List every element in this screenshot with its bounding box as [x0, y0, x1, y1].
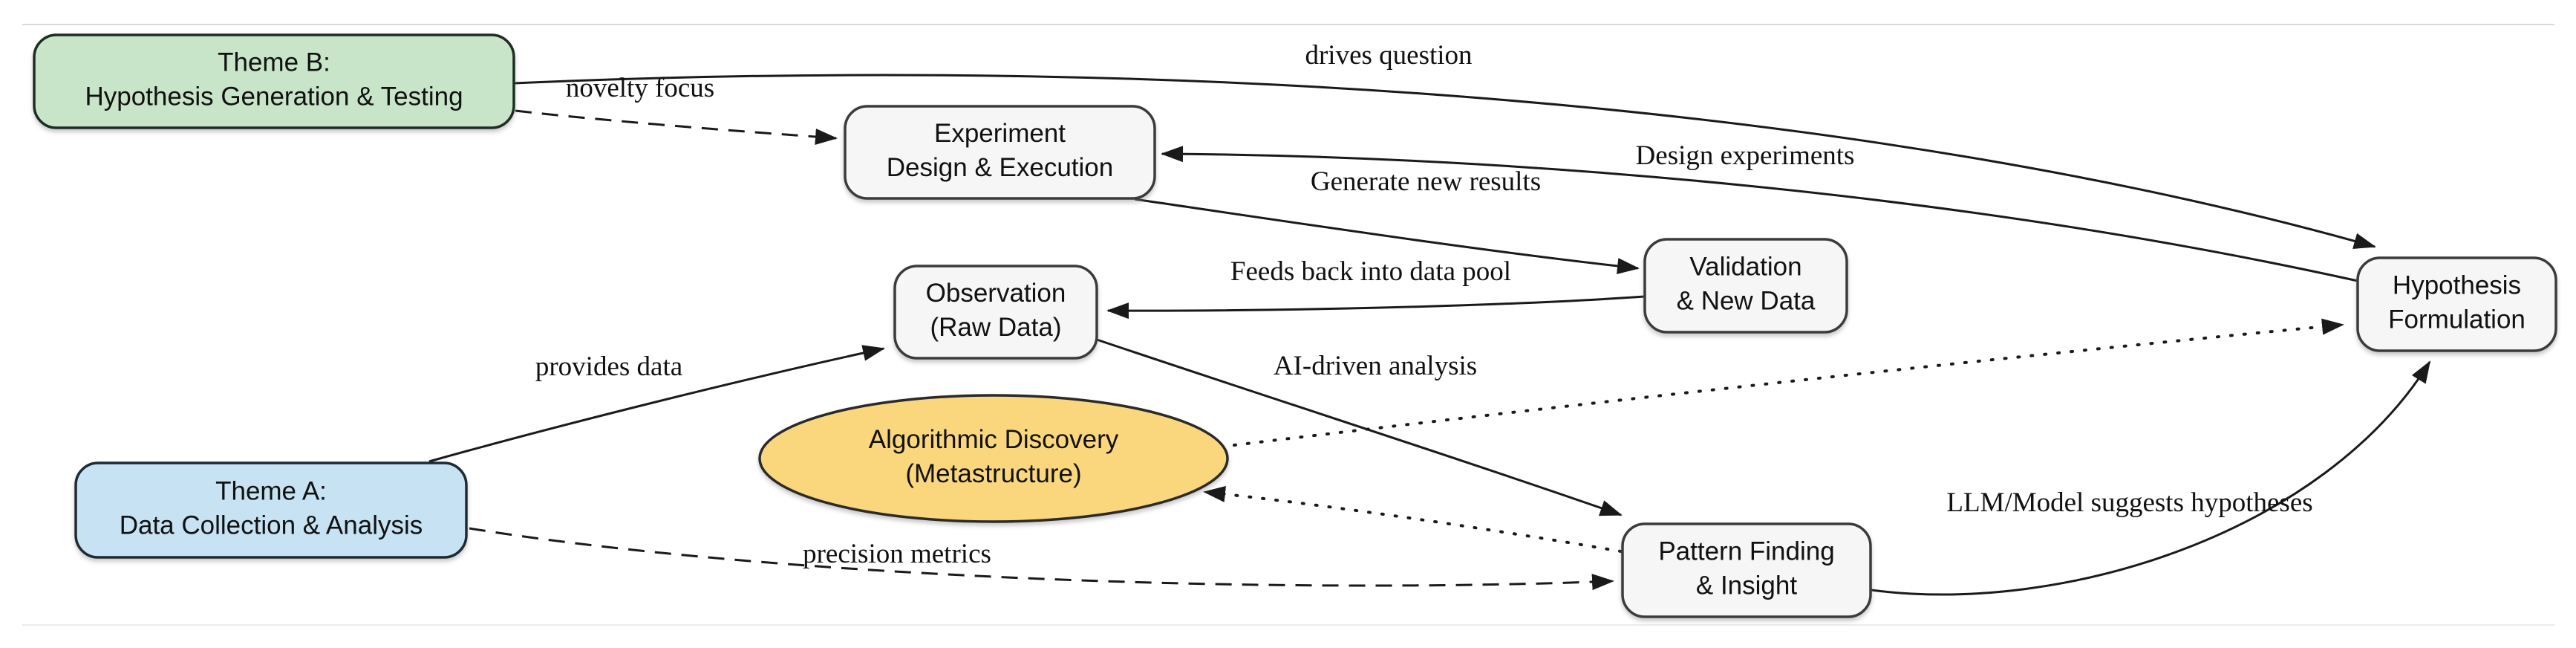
node-label-experiment-line2: Design & Execution [887, 153, 1113, 182]
node-label-pattern-line2: & Insight [1696, 571, 1797, 600]
node-label-algorithmic-line1: Algorithmic Discovery [869, 425, 1119, 454]
edge-layer [428, 74, 2431, 596]
node-pattern: Pattern Finding & Insight [1621, 522, 1872, 618]
node-shape-theme-b [33, 33, 515, 129]
node-label-theme-a-line1: Theme A: [215, 477, 327, 506]
node-label-observation-line1: Observation [926, 279, 1066, 308]
edge-label-precision-metrics: precision metrics [803, 539, 991, 569]
edge-label-generate-new-results: Generate new results [1311, 166, 1541, 197]
node-shape-pattern [1621, 522, 1872, 618]
node-shape-hypothesis [2356, 256, 2557, 352]
node-observation: Observation (Raw Data) [893, 265, 1098, 360]
node-shape-algorithmic [758, 394, 1229, 523]
edge-feeds-back [1106, 295, 1646, 320]
node-shape-validation [1643, 238, 1848, 334]
node-label-observation-line2: (Raw Data) [930, 313, 1062, 342]
node-label-hypothesis-line2: Formulation [2388, 305, 2526, 334]
edge-label-drives-question: drives question [1305, 40, 1472, 71]
edge-provides-data [428, 345, 885, 463]
node-label-validation-line2: & New Data [1677, 287, 1816, 316]
edge-discovery-to-hypothesis [1233, 318, 2344, 447]
edge-novelty-focus [515, 109, 838, 145]
node-shape-experiment [844, 105, 1156, 200]
node-label-theme-a-line2: Data Collection & Analysis [120, 511, 423, 540]
node-label-theme-b-line1: Theme B: [218, 48, 330, 77]
node-shape-theme-a [74, 461, 468, 559]
node-label-algorithmic-line2: (Metastructure) [905, 459, 1081, 488]
node-shape-observation [893, 265, 1098, 360]
edge-label-ai-driven-analysis: AI-driven analysis [1274, 351, 1477, 381]
edge-label-feeds-back: Feeds back into data pool [1230, 256, 1511, 287]
edge-drives-question [513, 74, 2376, 249]
edge-label-llm-suggests: LLM/Model suggests hypotheses [1946, 487, 2312, 518]
edge-label-design-experiments: Design experiments [1636, 140, 1855, 171]
edge-design-experiments [1161, 146, 2358, 282]
node-label-experiment-line1: Experiment [934, 119, 1066, 148]
node-theme-b: Theme B: Hypothesis Generation & Testing [33, 33, 515, 129]
edge-precision-metrics [469, 527, 1614, 591]
edge-label-novelty-focus: novelty focus [566, 73, 714, 103]
node-label-pattern-line1: Pattern Finding [1658, 537, 1834, 566]
node-validation: Validation & New Data [1643, 238, 1848, 334]
node-label-theme-b-line2: Hypothesis Generation & Testing [85, 82, 463, 111]
node-algorithmic: Algorithmic Discovery (Metastructure) [758, 394, 1229, 523]
node-theme-a: Theme A: Data Collection & Analysis [74, 461, 468, 559]
edge-generate-new-results [1134, 198, 1640, 274]
edge-label-provides-data: provides data [535, 351, 682, 382]
node-layer: Theme B: Hypothesis Generation & TestingE… [33, 33, 2557, 618]
edge-llm-suggests [1871, 360, 2431, 596]
edge-pattern-to-discovery [1203, 485, 1623, 553]
node-label-validation-line1: Validation [1689, 253, 1801, 282]
node-label-hypothesis-line1: Hypothesis [2393, 271, 2521, 300]
